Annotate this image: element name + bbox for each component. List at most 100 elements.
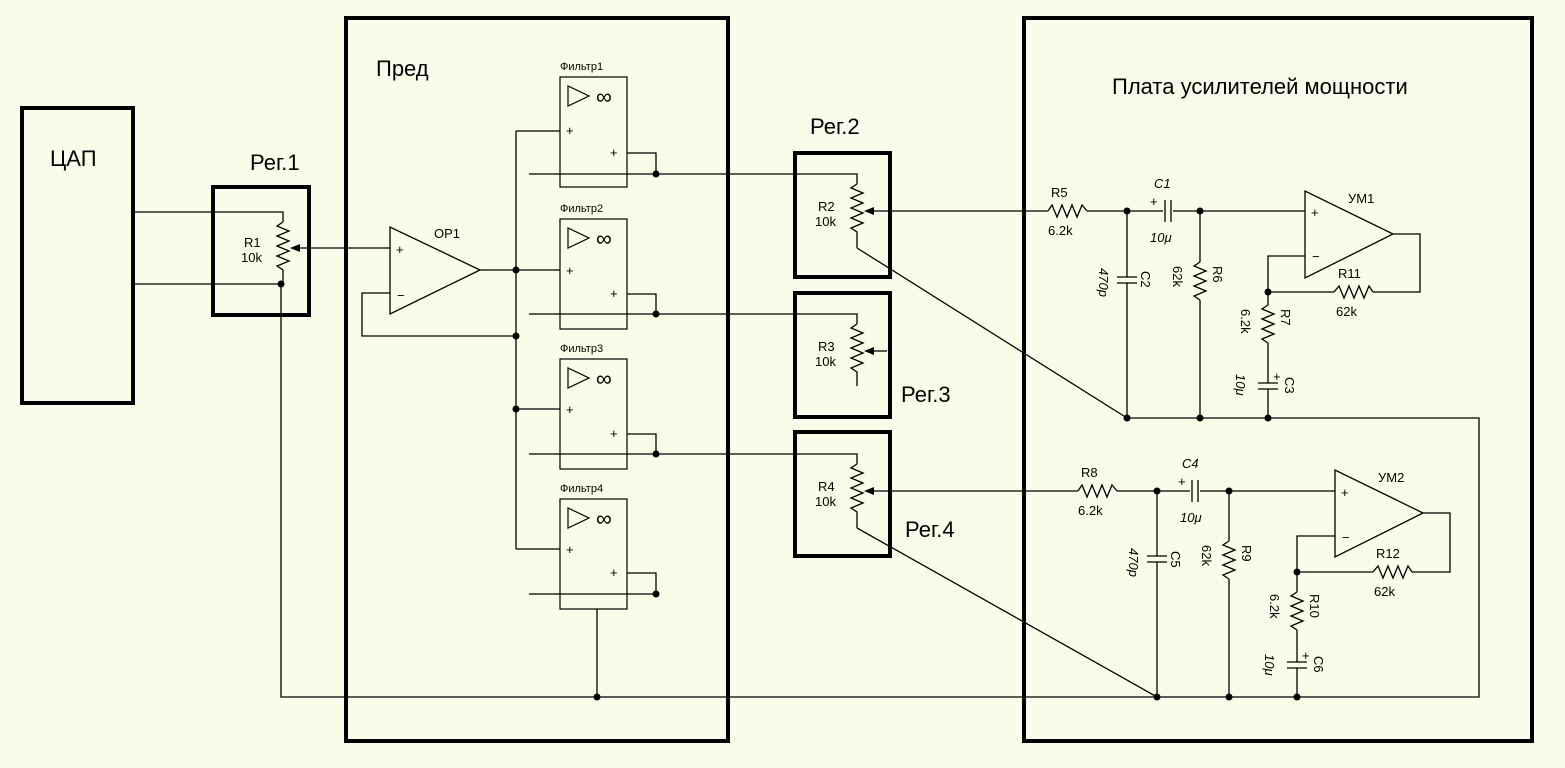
r1-wiper-arrow xyxy=(290,244,300,252)
junction xyxy=(512,405,520,413)
amp1-r7-resistor xyxy=(1260,304,1276,344)
r3-value: 10k xyxy=(815,354,836,369)
filter4-block xyxy=(559,498,628,610)
filter4-opamp-icon xyxy=(567,507,591,529)
amp2-r10-value: 6.2k xyxy=(1267,594,1282,619)
junction xyxy=(512,332,520,340)
ground-bus xyxy=(280,284,1480,698)
filter2-infinity-icon: ∞ xyxy=(596,226,612,251)
reg4-block xyxy=(793,430,892,558)
amp2-r8-value: 6.2k xyxy=(1078,503,1103,518)
filter3-infinity-icon: ∞ xyxy=(596,366,612,391)
filter2-block xyxy=(559,218,628,330)
amp2-label: УМ2 xyxy=(1378,470,1404,485)
filter1-block xyxy=(559,76,628,188)
op1-minus-sign: − xyxy=(397,288,405,303)
amp1-r5-ref: R5 xyxy=(1051,185,1068,200)
amp2-feedback-wire xyxy=(1296,535,1373,573)
op1-feedback-wire xyxy=(361,292,516,337)
filter1-label: Фильтр1 xyxy=(560,61,603,73)
amp2-r12-resistor xyxy=(1372,564,1413,580)
junction xyxy=(652,170,660,178)
junction xyxy=(1196,414,1204,422)
filter4-out-plus: + xyxy=(610,565,618,580)
dac-output-wire-1 xyxy=(133,211,284,222)
amp1-r7-ref: R7 xyxy=(1278,309,1293,326)
filter2-out-plus: + xyxy=(610,286,618,301)
filter1-to-r2-wire xyxy=(529,173,858,184)
amp2-c5-ref: C5 xyxy=(1168,551,1183,568)
reg4-label: Рег.4 xyxy=(905,517,955,542)
amp1-feedback-wire xyxy=(1267,255,1334,293)
amp2-r8-resistor xyxy=(1077,483,1118,499)
r3-ref: R3 xyxy=(818,339,835,354)
reg3-label: Рег.3 xyxy=(901,382,951,407)
amp2-c6-plus: + xyxy=(1302,648,1310,663)
amp1-c1-value: 10μ xyxy=(1150,230,1172,245)
junction xyxy=(593,693,601,701)
amp2-r10-resistor xyxy=(1289,591,1305,631)
filter4-output-wire xyxy=(627,572,657,594)
junction xyxy=(652,450,660,458)
amp1-opamp xyxy=(1304,189,1395,280)
r1-resistor xyxy=(275,221,291,274)
amp1-c3-value: 10μ xyxy=(1233,374,1248,396)
filter1-output-wire xyxy=(627,152,657,174)
reg3-block xyxy=(793,291,892,419)
op1-plus-sign: + xyxy=(396,242,404,257)
amp1-r11-resistor xyxy=(1333,284,1374,300)
r2-value: 10k xyxy=(815,214,836,229)
r2-ref: R2 xyxy=(818,199,835,214)
r4-wiper-arrow xyxy=(864,487,874,495)
dac-block xyxy=(20,106,135,405)
amp2-c6-ref: C6 xyxy=(1311,656,1326,673)
junction xyxy=(1153,693,1161,701)
amp2-c5-value: 470p xyxy=(1126,548,1141,577)
filter4-label: Фильтр4 xyxy=(560,483,603,495)
filter2-in-plus: + xyxy=(566,263,574,278)
amp2-r12-ref: R12 xyxy=(1376,546,1400,561)
amp1-r5-value: 6.2k xyxy=(1048,223,1073,238)
filter3-out-plus: + xyxy=(610,426,618,441)
amp2-r9-resistor xyxy=(1221,540,1237,580)
junction xyxy=(512,266,520,274)
amp1-r6-value: 62k xyxy=(1170,266,1185,287)
reg1-block xyxy=(211,185,311,317)
amp2-r12-value: 62k xyxy=(1374,584,1395,599)
amp1-c3-plus: + xyxy=(1273,369,1281,384)
filter3-block xyxy=(559,358,628,470)
reg2-block xyxy=(793,151,892,279)
filter1-opamp-icon xyxy=(567,85,591,107)
amp2-r10-ref: R10 xyxy=(1307,594,1322,618)
filter2-output-wire xyxy=(627,293,657,314)
filter3-opamp-icon xyxy=(567,367,591,389)
amp2-c4-value: 10μ xyxy=(1180,510,1202,525)
r1-value: 10k xyxy=(241,250,262,265)
r3-resistor xyxy=(849,323,865,386)
filter2-label: Фильтр2 xyxy=(560,203,603,215)
junction xyxy=(1225,693,1233,701)
amp2-r9-ref: R9 xyxy=(1239,545,1254,562)
amp1-r6-ref: R6 xyxy=(1210,266,1225,283)
amp1-r5-resistor xyxy=(1047,203,1088,219)
dac-label: ЦАП xyxy=(50,146,97,171)
amp2-output-wire xyxy=(1412,512,1451,573)
amp2-opamp xyxy=(1334,468,1425,559)
op1-label: OP1 xyxy=(434,226,460,241)
amp1-c2-ref: C2 xyxy=(1138,271,1153,288)
filter2-opamp-icon xyxy=(567,227,591,249)
amp1-c3-ref: C3 xyxy=(1282,377,1297,394)
filter3-in-plus: + xyxy=(566,402,574,417)
r4-resistor xyxy=(849,463,865,528)
dac-output-wire-2 xyxy=(133,274,284,285)
filter2-to-r3-wire xyxy=(529,313,858,324)
filter4-infinity-icon: ∞ xyxy=(596,506,612,531)
r3-wiper-arrow xyxy=(864,347,874,355)
r4-ground-wire xyxy=(856,527,1158,698)
r1-ref: R1 xyxy=(244,235,261,250)
amp2-r8-ref: R8 xyxy=(1081,465,1098,480)
preamp-block xyxy=(344,16,730,743)
amp2-minus-sign: − xyxy=(1342,530,1350,545)
junction xyxy=(1123,414,1131,422)
